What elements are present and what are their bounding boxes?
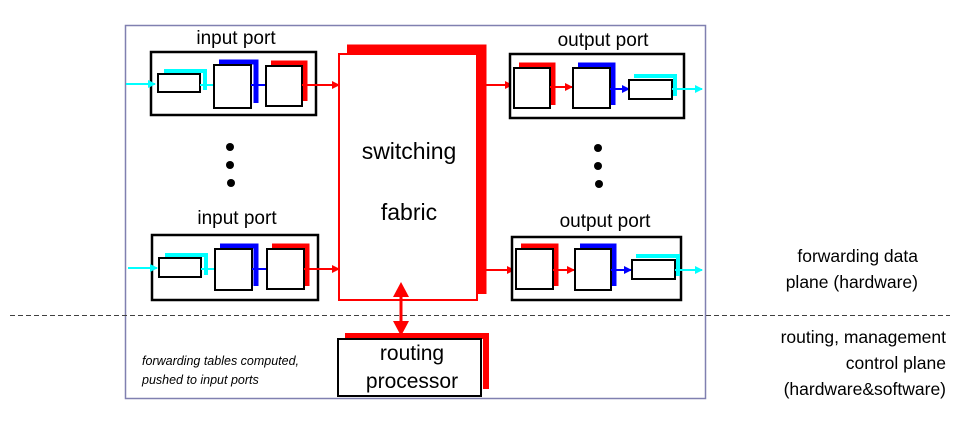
switching-fabric-box (338, 53, 478, 301)
output-port-label: output port (558, 30, 650, 51)
data-plane-label: forwarding data plane (hardware) (786, 246, 919, 292)
switching-fabric-label-line1: switching (362, 138, 457, 164)
input-port-1: input port (126, 28, 340, 117)
lookup-box (572, 67, 611, 109)
lookup-box (213, 64, 252, 109)
queue-box (265, 65, 303, 107)
line-termination-shadow (164, 69, 207, 90)
routing-processor-shadow (345, 333, 489, 389)
control-plane-label-line3: (hardware&software) (784, 379, 946, 399)
output-port-1: output port (486, 30, 703, 120)
queue-shadow (272, 243, 310, 286)
output-port-label: output port (560, 211, 652, 232)
line-termination-box (158, 257, 202, 278)
switching-fabric: switching fabric (338, 44, 487, 301)
control-plane-label: routing, management control plane (hardw… (781, 327, 947, 399)
queue-shadow (519, 62, 556, 105)
queue-shadow (521, 243, 559, 286)
arrowhead-down (393, 321, 409, 336)
switching-fabric-label-line2: fabric (381, 199, 437, 225)
fabric-processor-link (393, 282, 409, 336)
line-termination-box (631, 259, 676, 280)
routing-processor-label-line1: routing (380, 342, 444, 365)
control-plane-label-line1: routing, management (781, 327, 947, 347)
routing-processor-label-line2: processor (366, 370, 458, 393)
annotation-line2: pushed to input ports (141, 373, 259, 387)
switching-fabric-shadow (347, 44, 487, 294)
lookup-box (214, 248, 253, 291)
data-plane-label-line1: forwarding data (797, 246, 918, 266)
line-termination-box (157, 73, 201, 93)
router-frame (124, 24, 707, 400)
lookup-shadow (580, 243, 617, 286)
annotation-line1: forwarding tables computed, (142, 354, 299, 368)
control-plane-label-line2: control plane (846, 353, 946, 373)
input-port-label: input port (196, 28, 276, 49)
lookup-shadow (220, 243, 259, 286)
input-port-label: input port (197, 208, 277, 229)
queue-shadow (271, 60, 308, 101)
line-termination-box (628, 79, 673, 100)
lookup-box (574, 248, 612, 291)
lookup-shadow (219, 59, 259, 103)
more-output-ports-ellipsis (594, 144, 603, 188)
data-plane-label-line2: plane (hardware) (786, 272, 918, 292)
queue-box (513, 67, 551, 109)
queue-box (515, 248, 554, 290)
arrowhead-up (393, 282, 409, 297)
output-port-2: output port (486, 211, 703, 302)
input-port-2: input port (128, 208, 340, 302)
routing-processor-box (337, 338, 482, 397)
more-input-ports-ellipsis (226, 143, 235, 187)
queue-box (266, 248, 305, 290)
routing-processor: routing processor (337, 333, 489, 397)
lookup-shadow (578, 62, 616, 105)
